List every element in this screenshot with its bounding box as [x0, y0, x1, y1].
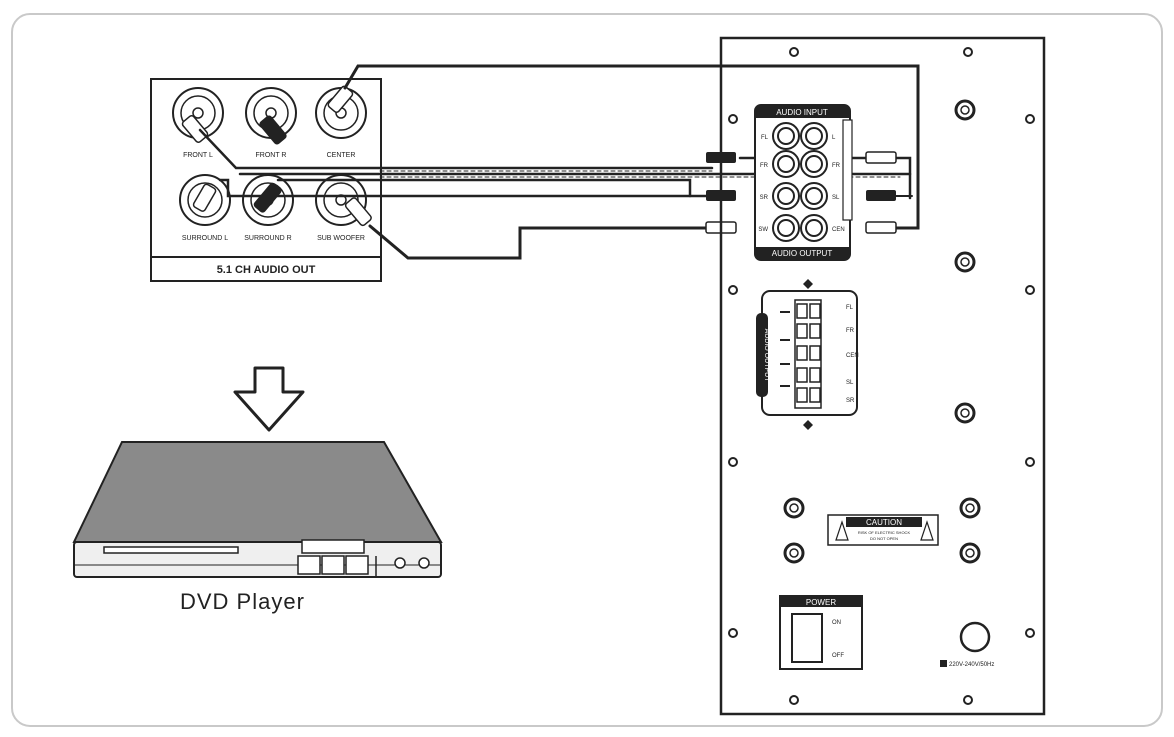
rca-plug-sub-woofer	[344, 197, 372, 227]
front-buttons	[297, 555, 377, 576]
speaker-label-0: FL	[846, 305, 854, 311]
speaker-output-label: AUDIO OUTPUT	[763, 329, 770, 383]
rca-plug-surround-l	[192, 183, 217, 212]
disc-tray	[103, 546, 239, 554]
speaker-label-1: FR	[846, 328, 855, 334]
input-label-left-3: SW	[758, 227, 768, 233]
input-label-right-2: SL	[832, 195, 840, 201]
power-label: POWER	[806, 598, 836, 607]
caution-title: CAUTION	[866, 518, 902, 527]
warning-triangle-icon-left	[835, 520, 849, 541]
jack-label-front-l: FRONT L	[183, 152, 213, 159]
caution-line-1: RISK OF ELECTRIC SHOCK	[858, 530, 911, 535]
display-window	[301, 539, 365, 554]
panel-bolts	[783, 99, 981, 564]
jack-label-center: CENTER	[327, 152, 356, 159]
jack-label-surround-r: SURROUND R	[244, 235, 291, 242]
power-knob-icon	[394, 557, 406, 569]
input-label-right-3: CEN	[832, 227, 845, 233]
power-off-label: OFF	[832, 653, 844, 659]
eject-knob-icon	[418, 557, 430, 569]
audio-output-label: AUDIO OUTPUT	[772, 249, 833, 258]
panel-screws	[728, 47, 1035, 705]
dvd-player-caption: DVD Player	[180, 589, 305, 614]
speaker-label-4: SR	[846, 398, 855, 404]
rca-plug-front-r	[259, 115, 287, 145]
power-on-label: ON	[832, 620, 841, 626]
speaker-output-block: AUDIO OUTPUT FL FR CEN SL SR	[756, 279, 859, 430]
amplifier-rear-panel: AUDIO INPUT AUDIO OUTPUT FL FR SR SW L F…	[719, 36, 1046, 716]
jack-label-front-r: FRONT R	[256, 152, 287, 159]
dvd-player-illustration	[72, 441, 443, 578]
input-jacks[interactable]	[772, 122, 828, 242]
caution-line-2: DO NOT OPEN	[870, 536, 898, 541]
voltage-label: 220V-240V/50Hz	[949, 662, 994, 668]
audio-input-label: AUDIO INPUT	[776, 108, 828, 117]
input-label-left-0: FL	[761, 135, 769, 141]
speaker-label-3: SL	[846, 380, 854, 386]
caution-label: CAUTION RISK OF ELECTRIC SHOCK DO NOT OP…	[827, 514, 939, 546]
rca-plug-front-l	[181, 115, 209, 143]
power-cord-socket: 220V-240V/50Hz	[940, 621, 994, 668]
audio-input-block: AUDIO INPUT AUDIO OUTPUT FL FR SR SW L F…	[754, 104, 853, 261]
jack-label-sub-woofer: SUB WOOFER	[317, 235, 365, 242]
power-switch[interactable]	[791, 613, 823, 663]
audio-cables	[198, 64, 920, 260]
jack-label-surround-l: SURROUND L	[182, 235, 228, 242]
down-arrow-icon	[233, 366, 305, 432]
input-label-left-2: SR	[760, 195, 769, 201]
rca-plug-center	[327, 85, 354, 113]
speaker-terminals[interactable]	[794, 299, 822, 409]
input-label-right-1: FR	[832, 163, 841, 169]
power-switch-block: POWER ON OFF	[779, 595, 863, 670]
audio-out-panel-title: 5.1 CH AUDIO OUT	[217, 264, 316, 276]
input-label-right-0: L	[832, 135, 836, 141]
rca-plug-surround-r	[253, 182, 282, 213]
warning-triangle-icon-right	[920, 520, 934, 541]
input-label-left-1: FR	[760, 163, 769, 169]
speaker-label-2: CEN	[846, 353, 859, 359]
